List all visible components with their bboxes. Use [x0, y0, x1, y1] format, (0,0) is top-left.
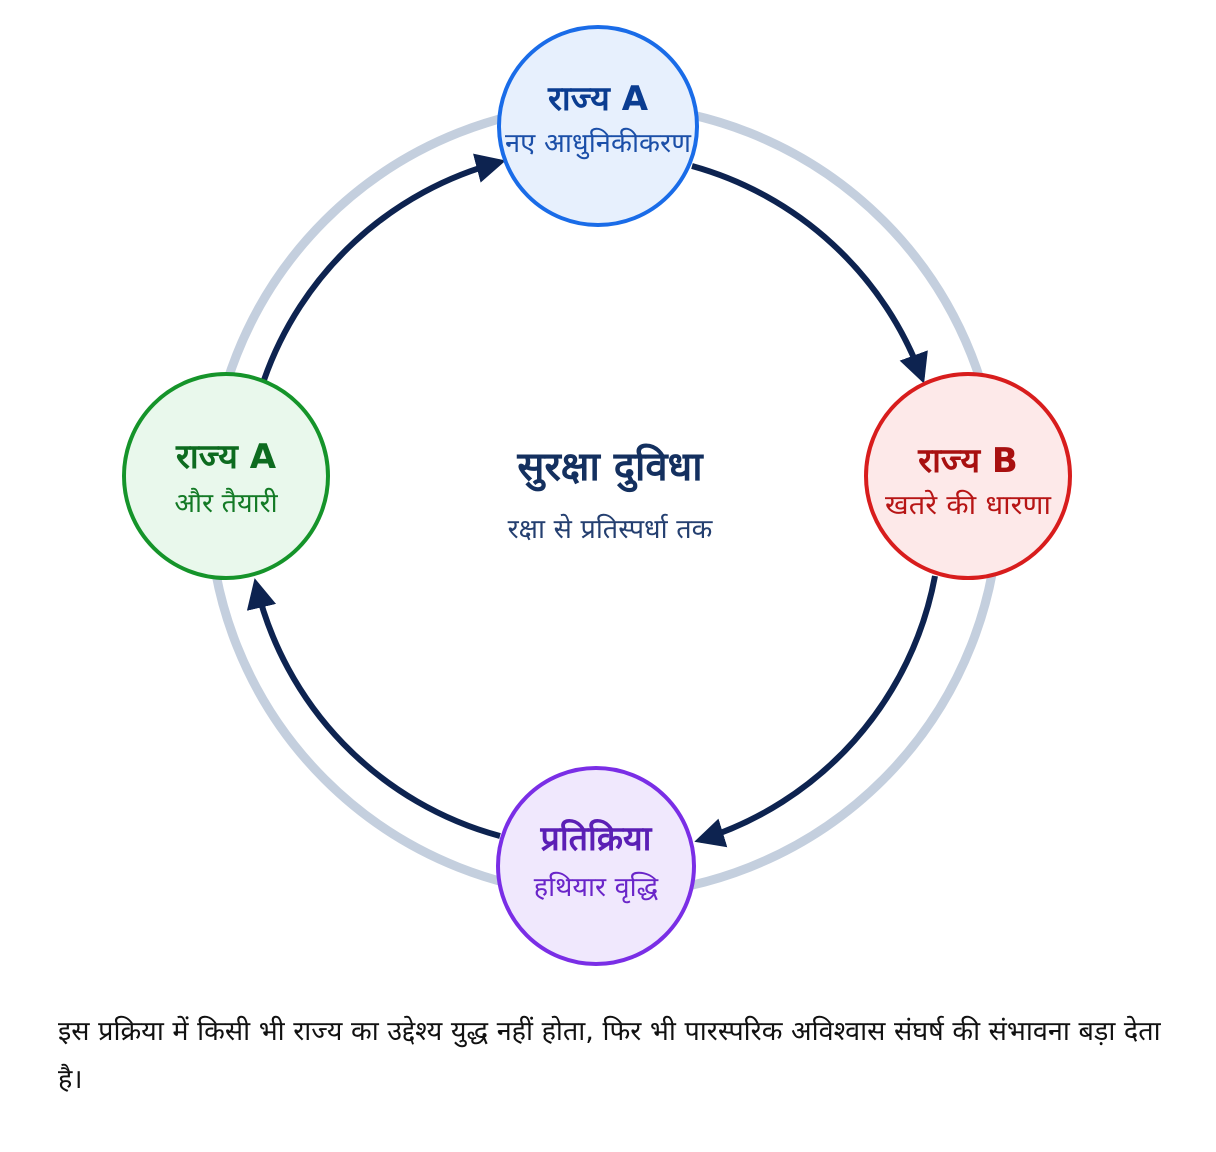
node-bottom-title: प्रतिक्रिया [540, 818, 653, 859]
node-top: राज्य A नए आधुनिकीकरण [497, 25, 699, 227]
arrow-left-to-top [261, 153, 506, 381]
node-bottom: प्रतिक्रिया हथियार वृद्धि [496, 766, 696, 966]
security-dilemma-cycle-diagram: राज्य A नए आधुनिकीकरण राज्य B खतरे की धा… [122, 25, 1072, 966]
node-right-subtitle: खतरे की धारणा [885, 489, 1052, 521]
node-left-title: राज्य A [175, 437, 277, 477]
caption-text: इस प्रक्रिया में किसी भी राज्य का उद्देश… [58, 1016, 1161, 1095]
center-title: सुरक्षा दुविधा [516, 443, 704, 493]
arrow-right-to-bottom [694, 575, 938, 848]
node-right: राज्य B खतरे की धारणा [864, 372, 1072, 580]
node-left-subtitle: और तैयारी [174, 487, 278, 519]
center-subtitle: रक्षा से प्रतिस्पर्धा तक [508, 513, 714, 545]
node-bottom-subtitle: हथियार वृद्धि [534, 871, 659, 904]
node-top-title: राज्य A [547, 79, 649, 119]
node-right-title: राज्य B [917, 441, 1018, 481]
node-left: राज्य A और तैयारी [122, 372, 330, 580]
arrow-bottom-to-left [246, 578, 501, 839]
node-top-subtitle: नए आधुनिकीकरण [505, 127, 691, 160]
arrow-top-to-right [691, 163, 928, 384]
